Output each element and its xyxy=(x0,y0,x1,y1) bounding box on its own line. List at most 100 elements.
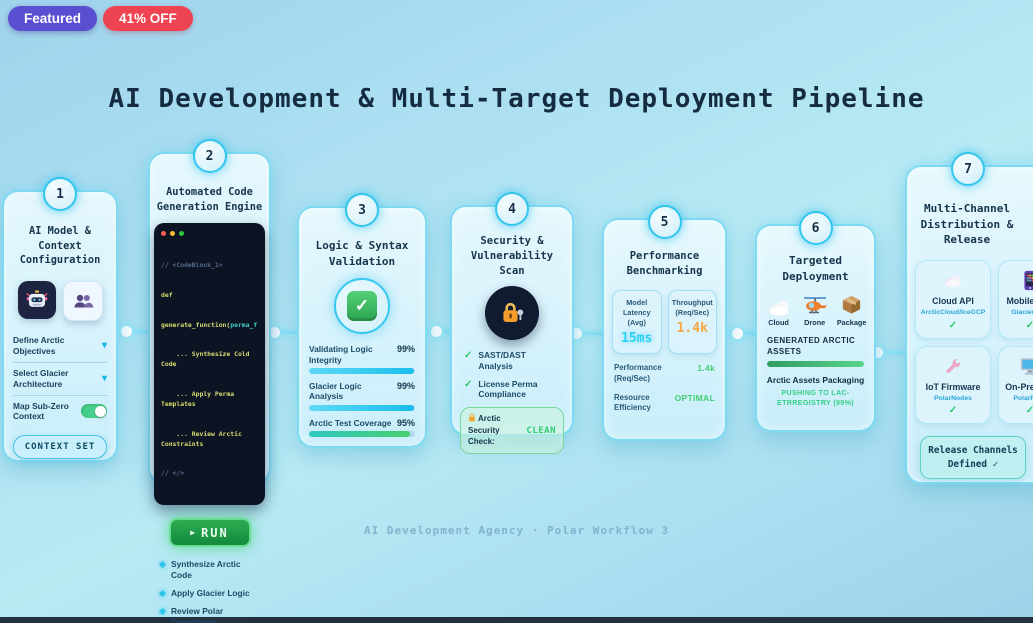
lock-icon xyxy=(468,413,476,426)
metric-label: Glacier Logic Analysis xyxy=(309,380,362,402)
play-icon: ▶ xyxy=(190,528,196,538)
efficiency-label: Resource Efficiency xyxy=(614,392,651,412)
stage-card-4: 4 Security & Vulnerability Scan ✓ SAST/D… xyxy=(450,192,574,454)
list-item: Synthesize Arctic Code xyxy=(158,559,259,581)
dropdown-select-architecture[interactable]: Select Glacier Architecture ▾ xyxy=(13,363,107,396)
stage-number-badge: 1 xyxy=(43,177,77,211)
cloud-icon xyxy=(765,292,793,316)
stage-number-badge: 7 xyxy=(951,152,985,186)
progress-track xyxy=(309,431,415,438)
stage-title: Multi-Channel Distribution & Release xyxy=(920,202,1014,247)
metric-value: 99% xyxy=(396,380,415,391)
channel-mobile-app[interactable]: Mobile App GlacierSDK ✓ xyxy=(998,259,1033,339)
progress-fill xyxy=(309,367,414,374)
stat-label: Model Latency (Avg) xyxy=(622,297,651,328)
metric-value: 99% xyxy=(396,344,415,355)
code-editor: // <CodeBlock_1> def generate_function(p… xyxy=(154,223,265,506)
release-channels-button[interactable]: Release Channels Defined ✓ xyxy=(920,436,1026,480)
stage-card-3: 3 Logic & Syntax Validation ✓ Validating… xyxy=(297,193,427,448)
metric-value: 95% xyxy=(396,417,415,428)
chevron-down-icon: ▾ xyxy=(101,340,107,352)
assets-progress-fill xyxy=(767,361,864,367)
perf-label: Performance (Req/Sec) xyxy=(614,363,662,383)
perf-value: 1.4k xyxy=(697,363,715,374)
footer-caption: AI Development Agency · Polar Workflow 3 xyxy=(364,524,669,537)
push-status: PUSHING TO LAC-ETRREGISTRY (99%) xyxy=(777,388,854,408)
team-icon xyxy=(62,280,103,321)
security-check-label: Arctic Security Check: xyxy=(468,413,501,446)
desktop-icon xyxy=(1003,356,1033,378)
efficiency-value: OPTIMAL xyxy=(674,392,715,403)
connector-node xyxy=(269,327,280,338)
toggle-label: Map Sub-Zero Context xyxy=(13,400,69,422)
efficiency-row: Resource Efficiency OPTIMAL xyxy=(614,393,715,413)
metric-test-coverage: Arctic Test Coverage 95% xyxy=(309,417,415,438)
connector-node xyxy=(872,347,883,358)
bullet-icon xyxy=(158,589,167,598)
target-drone: Drone xyxy=(800,292,830,327)
bullet-icon xyxy=(158,561,167,569)
stage-title: Performance Benchmarking xyxy=(626,250,703,277)
stat-label: Throughput (Req/Sec) xyxy=(671,297,713,318)
progress-fill xyxy=(309,404,414,411)
check-item: ✓ SAST/DAST Analysis xyxy=(464,349,526,371)
connector-node xyxy=(431,326,442,337)
code-line: // <CodeBlock_1> xyxy=(161,261,223,270)
chevron-down-icon: ▾ xyxy=(101,373,107,385)
stage-number-badge: 4 xyxy=(495,192,529,226)
cloud-icon xyxy=(920,270,986,292)
run-button-label: RUN xyxy=(201,525,229,540)
metric-glacier-analysis: Glacier Logic Analysis 99% xyxy=(309,381,415,411)
generated-assets-title: GENERATED ARCTIC ASSETS xyxy=(767,336,856,356)
bullet-icon xyxy=(158,607,167,615)
run-button[interactable]: ▶ RUN xyxy=(168,518,251,548)
check-icon: ✓ xyxy=(464,349,473,361)
context-set-button[interactable]: CONTEXT SET xyxy=(13,435,107,460)
drone-icon xyxy=(800,292,830,316)
progress-track xyxy=(309,404,415,411)
list-item: Apply Glacier Logic xyxy=(158,588,259,599)
package-icon xyxy=(837,292,867,316)
security-check-status: CLEAN xyxy=(526,425,556,436)
target-package: Package xyxy=(837,292,867,327)
metric-validating-logic: Validating Logic Integrity 99% xyxy=(309,344,415,374)
check-icon: ✓ xyxy=(948,319,958,331)
progress-fill xyxy=(309,431,410,438)
wrench-icon xyxy=(920,356,986,378)
stat-throughput: Throughput (Req/Sec) 1.4k xyxy=(667,289,717,355)
stage-title: Logic & Syntax Validation xyxy=(315,239,409,268)
connector-node xyxy=(571,328,582,339)
check-item: ✓ License Perma Compliance xyxy=(464,378,538,400)
stage-card-1: 1 AI Model & Context Configuration xyxy=(2,177,118,462)
security-check-box: Arctic Security Check: CLEAN xyxy=(460,407,564,454)
channel-iot-firmware[interactable]: IoT Firmware PolarNodes ✓ xyxy=(915,345,991,425)
check-icon: ✓ xyxy=(1025,319,1033,331)
perf-row: Performance (Req/Sec) 1.4k xyxy=(614,363,715,383)
code-line: // </> xyxy=(161,469,185,478)
stage-card-7: 7 Multi-Channel Distribution & Release C… xyxy=(905,152,1033,484)
metric-label: Validating Logic Integrity xyxy=(309,344,373,365)
stat-value: 1.4k xyxy=(676,321,708,337)
connector-6-7 xyxy=(864,351,912,354)
target-cloud: Cloud xyxy=(765,292,793,327)
mobile-icon xyxy=(1003,270,1033,292)
dropdown-define-objectives[interactable]: Define Arctic Objectives ▾ xyxy=(13,330,107,363)
connector-2-3 xyxy=(258,331,304,334)
stage-number-badge: 5 xyxy=(647,205,682,239)
stat-model-latency: Model Latency (Avg) 15ms xyxy=(612,289,662,355)
stage-number-badge: 6 xyxy=(798,211,833,245)
window-dots-icon xyxy=(161,231,258,237)
stage-title: Targeted Deployment xyxy=(782,254,849,283)
stage-card-6: 6 Targeted Deployment Cloud xyxy=(755,211,876,432)
channel-cloud-api[interactable]: Cloud API ArcticCloud/IceGCP ✓ xyxy=(915,259,991,339)
stat-value: 15ms xyxy=(621,331,653,347)
assets-progress-track xyxy=(767,361,864,367)
progress-track xyxy=(309,367,415,374)
discount-badge: 41% OFF xyxy=(103,6,193,31)
check-icon: ✓ xyxy=(334,278,390,335)
channel-on-premise[interactable]: On-Premise PolarRack ✓ xyxy=(998,345,1033,425)
dropdown-label: Define Arctic Objectives xyxy=(13,334,65,356)
map-context-toggle[interactable] xyxy=(81,404,107,419)
code-line: ... Review Arctic Constraints xyxy=(161,429,246,448)
